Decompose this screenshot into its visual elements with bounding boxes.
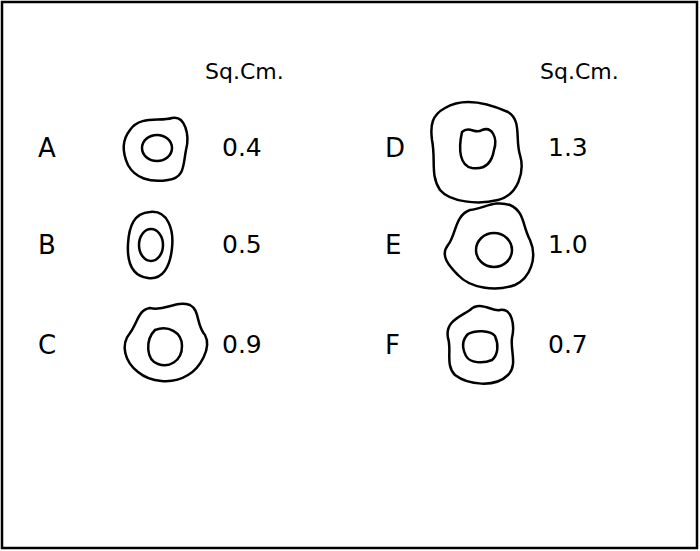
outline-a-inner: [142, 135, 172, 161]
specimen-letter: A: [38, 134, 56, 163]
outline-d-inner: [460, 129, 495, 168]
outline-b-inner: [139, 229, 163, 261]
outline-c-inner: [148, 328, 182, 365]
outline-b-outer: [128, 212, 172, 278]
outline-f-outer: [448, 306, 514, 384]
outline-d-outer: [431, 102, 521, 202]
specimen-letter: C: [38, 331, 56, 360]
outline-e-outer: [445, 203, 533, 288]
specimen-letter: B: [38, 231, 56, 260]
outline-c-outer: [125, 304, 207, 381]
specimen-letter: D: [385, 134, 405, 163]
outline-a-outer: [124, 118, 188, 181]
area-value: 0.5: [222, 231, 262, 259]
specimen-letter: F: [385, 331, 400, 360]
area-value: 1.0: [548, 231, 588, 259]
outline-e-inner: [476, 233, 512, 267]
outline-f-inner: [463, 331, 497, 362]
unit-header: Sq.Cm.: [205, 60, 284, 84]
specimen-letter: E: [385, 231, 401, 260]
area-value: 0.9: [222, 331, 262, 359]
area-value: 1.3: [548, 134, 588, 162]
area-value: 0.7: [548, 331, 588, 359]
unit-header: Sq.Cm.: [540, 60, 619, 84]
area-value: 0.4: [222, 134, 262, 162]
